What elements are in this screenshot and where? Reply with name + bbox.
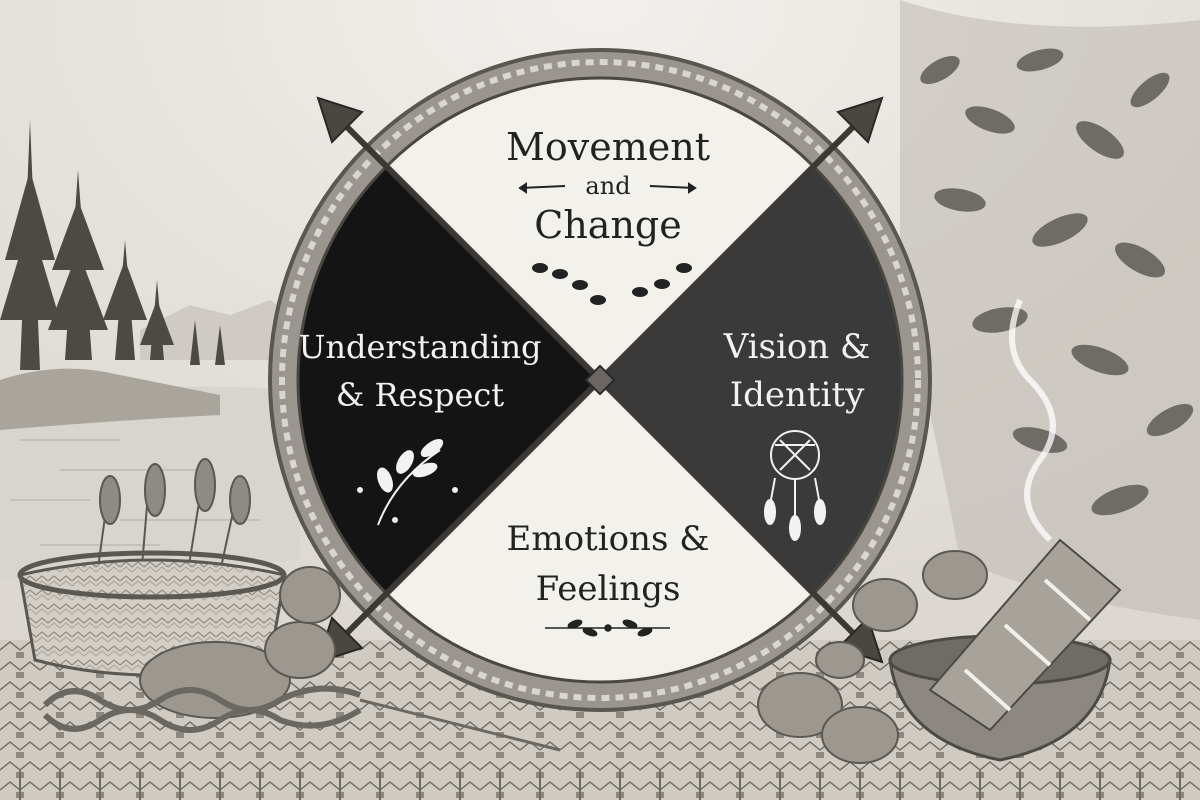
arrowheads [316,96,884,664]
top-line3: Change [534,203,682,247]
quadrant-left [297,166,600,594]
pine-forest [0,120,225,370]
sage-bundle [928,538,1122,732]
quadrant-right [600,166,903,594]
sprig-icon [357,438,458,526]
leaf-divider-icon [545,619,670,637]
arrow-binding [584,364,616,396]
quadrant-bottom [386,380,814,683]
left-line1: Understanding [298,328,541,366]
arrow-motif-icon [518,182,697,194]
quadrant-top [386,77,814,380]
bottom-line2: Feelings [536,569,681,609]
rug-fringe [19,770,1181,800]
footprints-icon [532,263,692,305]
shoreline [0,368,220,430]
dreamcatcher-icon [764,430,826,541]
right-line2: Identity [730,375,865,415]
foliage [900,0,1200,620]
rocks-left [139,566,341,719]
bottom-line1: Emotions & [507,519,710,559]
left-line2: & Respect [336,376,504,414]
top-line2: and [585,172,630,200]
smoke-wisp [1009,298,1056,543]
top-line1: Movement [506,125,710,169]
right-line1: Vision & [723,327,871,367]
sweetgrass-braid [42,685,561,752]
rocks-right [757,550,988,764]
